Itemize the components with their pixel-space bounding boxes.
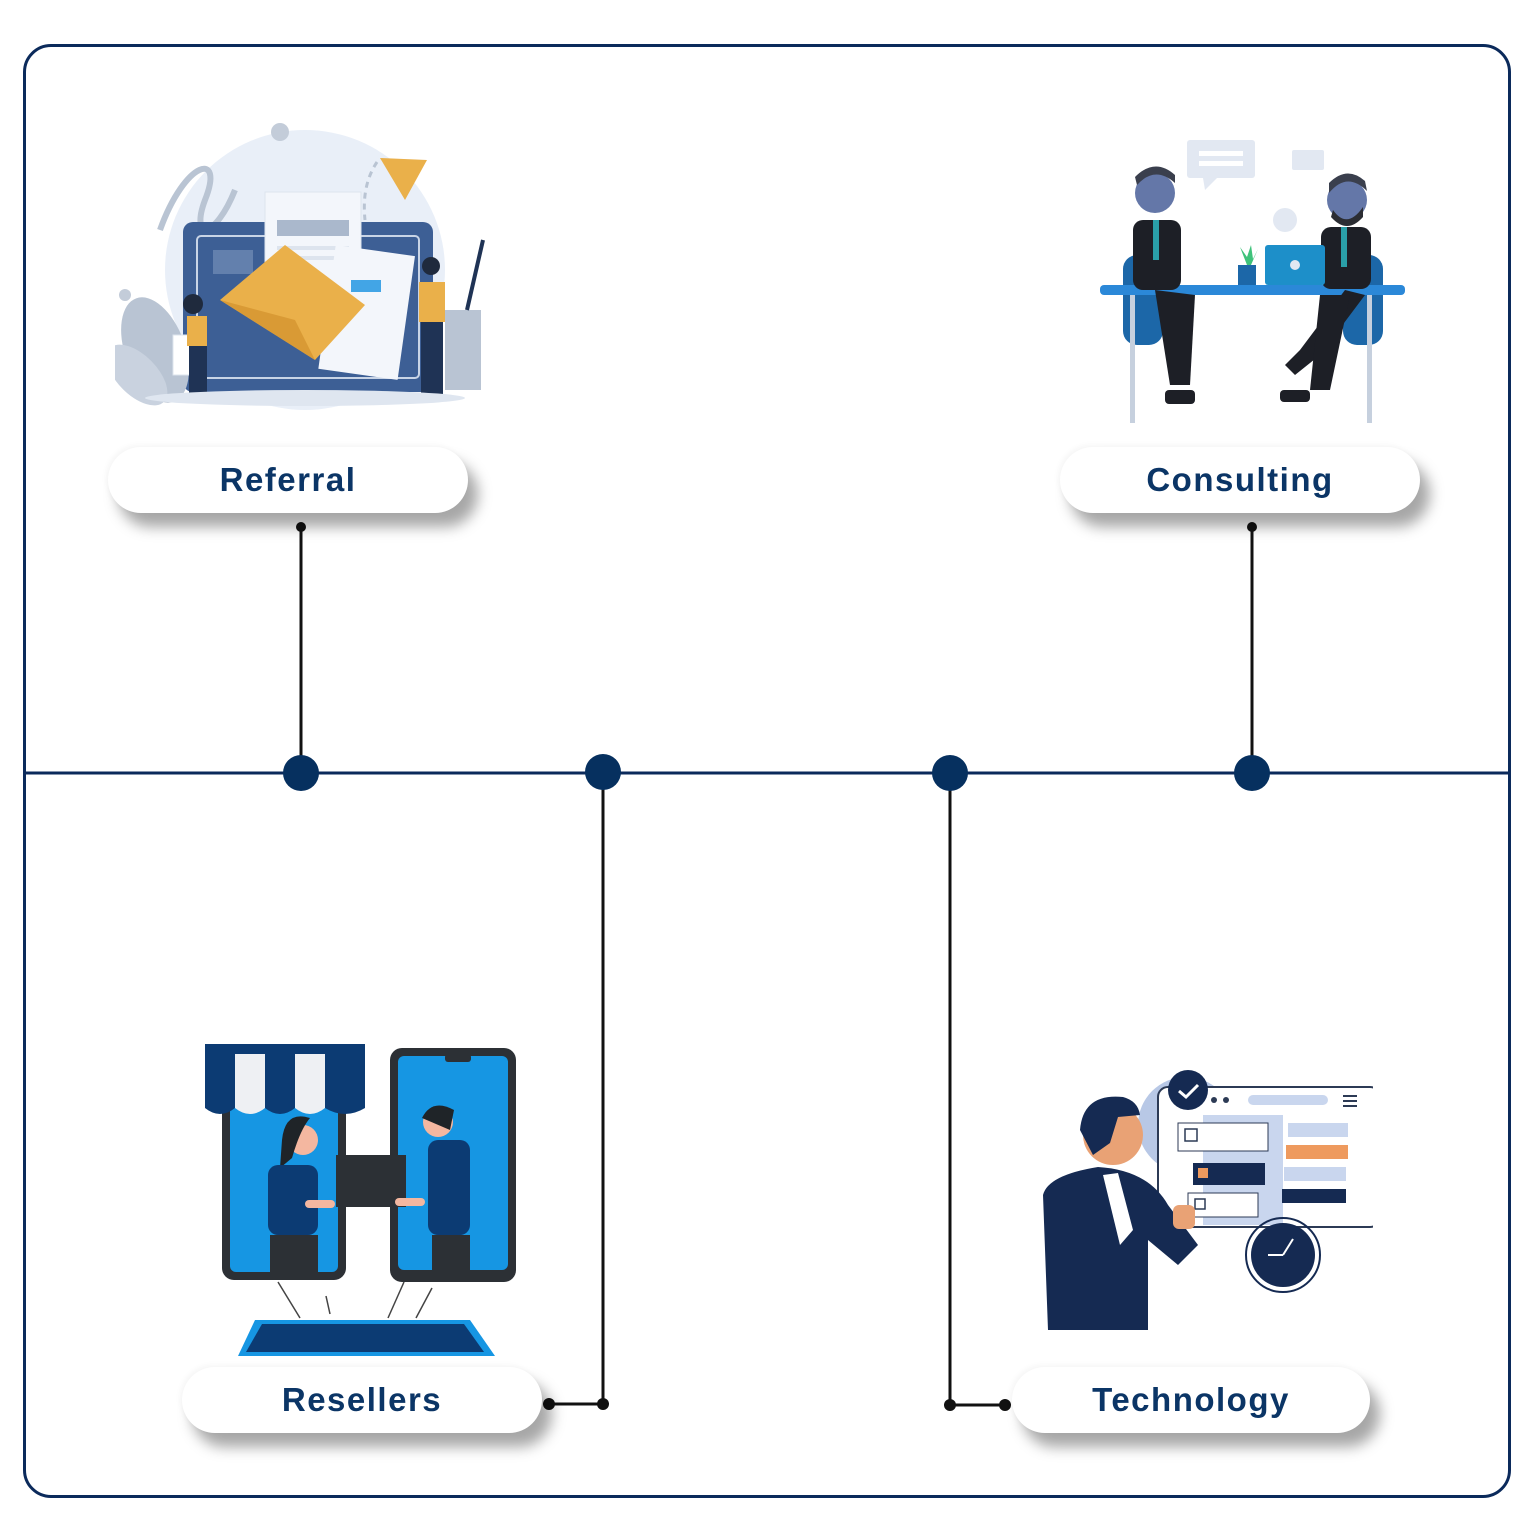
referral-connector-end xyxy=(296,522,306,532)
consulting-connector-end xyxy=(1247,522,1257,532)
resellers-label-text: Resellers xyxy=(281,1381,443,1418)
resellers-node[interactable] xyxy=(585,754,621,790)
technology-label-text: Technology xyxy=(1092,1381,1290,1418)
resellers-label[interactable]: Resellers xyxy=(182,1367,542,1433)
resellers-connector-end xyxy=(543,1398,555,1410)
task-dashboard-illustration xyxy=(1043,1070,1373,1330)
diagram-frame xyxy=(23,44,1511,1498)
consulting-node[interactable] xyxy=(1234,755,1270,791)
technology-label[interactable]: Technology xyxy=(1012,1367,1370,1433)
referral-label[interactable]: Referral xyxy=(108,447,468,513)
technology-connector xyxy=(948,773,1005,1407)
resellers-connector xyxy=(549,773,605,1406)
email-marketing-illustration xyxy=(115,123,485,410)
technology-node[interactable] xyxy=(932,755,968,791)
referral-label-text: Referral xyxy=(219,461,357,498)
online-store-handoff-illustration xyxy=(205,1044,516,1356)
resellers-connector-corner xyxy=(597,1398,609,1410)
awning-stripes xyxy=(205,1054,365,1114)
consulting-label-text: Consulting xyxy=(1146,461,1334,498)
technology-connector-end xyxy=(999,1399,1011,1411)
referral-node[interactable] xyxy=(283,755,319,791)
business-meeting-illustration xyxy=(1100,140,1405,423)
consulting-label[interactable]: Consulting xyxy=(1060,447,1420,513)
technology-connector-corner xyxy=(944,1399,956,1411)
